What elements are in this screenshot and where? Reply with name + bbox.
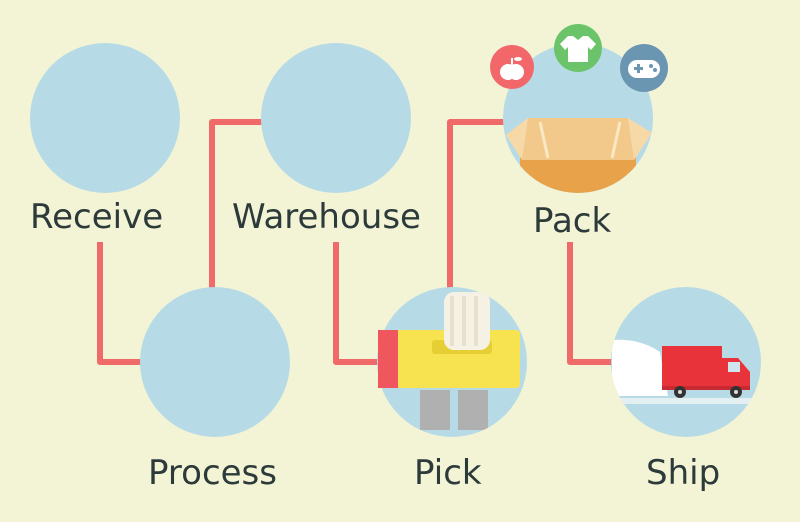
step-label-pack: Pack	[533, 201, 612, 241]
connector-receive-process	[97, 242, 153, 365]
connector-pack-ship	[567, 242, 617, 365]
step-label-warehouse: Warehouse	[232, 197, 421, 237]
tote-bag-icon	[378, 292, 520, 430]
connector-pick-pack	[447, 119, 509, 303]
warehouse-circle	[261, 43, 411, 193]
connector-lines	[97, 119, 617, 365]
tshirt-icon	[554, 24, 602, 72]
process-circle	[140, 287, 290, 437]
connector-warehouse-pick	[333, 242, 389, 365]
receive-circle	[30, 43, 180, 193]
gamepad-icon	[620, 44, 668, 92]
step-label-process: Process	[148, 453, 277, 493]
truck-icon	[612, 339, 761, 404]
hand-icon	[444, 292, 490, 350]
apple-icon	[490, 45, 534, 89]
connector-process-warehouse	[209, 119, 265, 293]
step-label-receive: Receive	[30, 197, 164, 237]
step-label-ship: Ship	[646, 453, 721, 493]
box-icon	[506, 118, 652, 193]
step-label-pick: Pick	[414, 453, 482, 493]
